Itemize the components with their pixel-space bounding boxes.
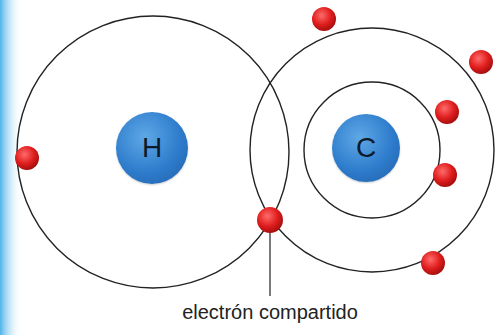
electron [435,100,459,124]
hydrogen-orbit [17,16,289,288]
electrons [15,7,493,275]
atom-nucleus: H [116,112,188,184]
element-symbol: C [356,134,376,162]
electron [433,163,457,187]
electron [421,251,445,275]
electron [469,50,493,74]
atom-nucleus: C [332,114,400,182]
element-symbol: H [142,134,162,162]
callout-label: electrón compartido [180,301,360,324]
shared-electron [257,207,283,233]
edge-band [0,0,22,335]
leader-line [269,232,270,296]
electron [312,7,336,31]
electron [15,146,39,170]
carbon-inner-shell [304,82,440,218]
carbon-outer-shell [250,28,494,272]
